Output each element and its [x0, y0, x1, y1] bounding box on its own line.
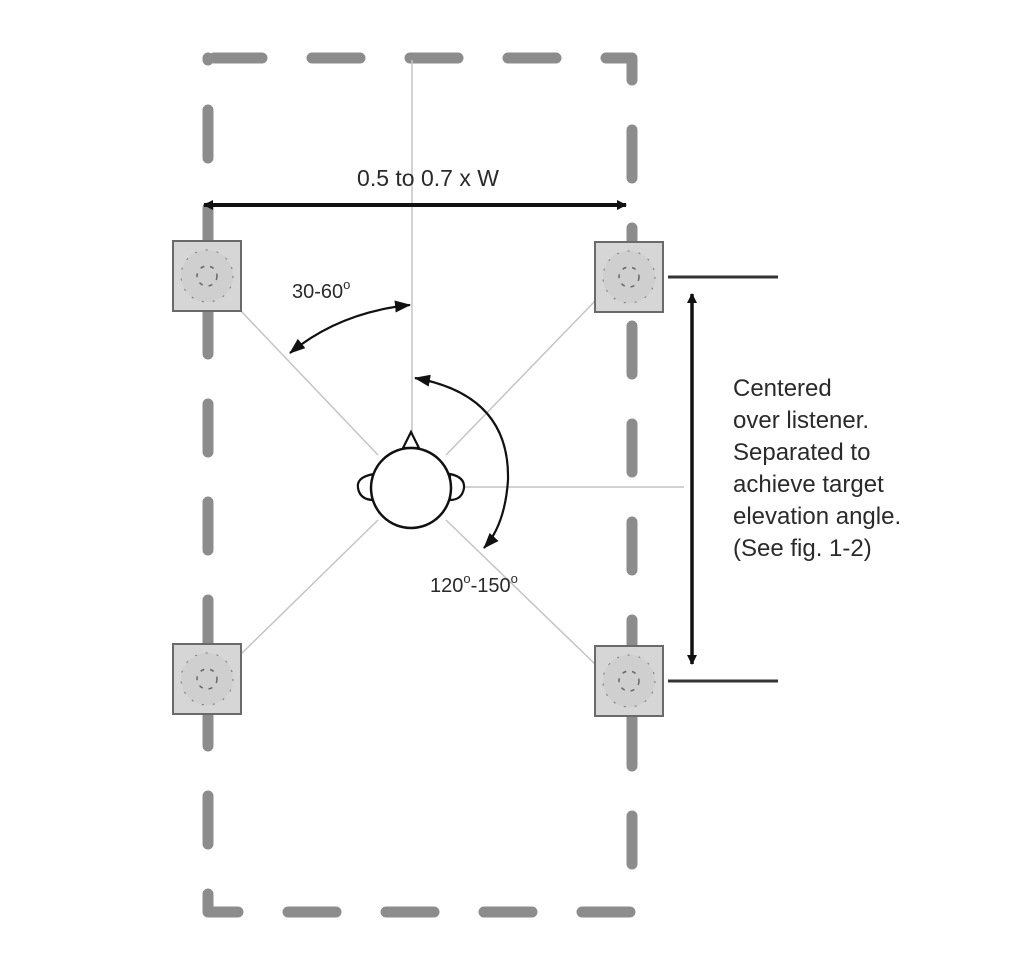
note-line: Centered: [733, 375, 832, 402]
note-line: achieve target: [733, 471, 884, 498]
width-label: 0.5 to 0.7 x W: [357, 165, 499, 191]
diagonal-guide-rear-right: [445, 519, 597, 666]
note-line: (See fig. 1-2): [733, 535, 872, 562]
speaker-rear-right: [594, 645, 664, 717]
listener-head: [369, 446, 453, 530]
front-angle-label: 30-60o: [292, 277, 350, 303]
listener-nose-icon: [401, 429, 421, 450]
rear-angle-indicator: 120o-150o: [414, 374, 518, 597]
diagonal-guide-front-left: [239, 309, 379, 456]
front-angle-arc: [289, 300, 411, 354]
listener-right-ear-icon: [448, 472, 466, 502]
rear-angle-arc: [414, 374, 510, 549]
listener-left-ear-icon: [356, 472, 376, 502]
diagonal-guide-rear-left: [239, 519, 379, 656]
rear-angle-label: 120o-150o: [430, 571, 518, 597]
diagonal-guide-front-right: [445, 299, 597, 456]
front-angle-indicator: 30-60o: [289, 277, 411, 354]
placement-note: Centered over listener. Separated to ach…: [733, 375, 901, 562]
note-line: Separated to: [733, 439, 870, 466]
note-line: over listener.: [733, 407, 869, 434]
listener-head-icon: [356, 429, 466, 530]
note-line: elevation angle.: [733, 503, 901, 530]
width-dimension: 0.5 to 0.7 x W: [203, 165, 627, 210]
speaker-front-left: [172, 240, 242, 312]
speaker-front-right: [594, 241, 664, 313]
separation-dimension: [668, 275, 778, 683]
speaker-rear-left: [172, 643, 242, 715]
room-outline: [202, 52, 638, 918]
